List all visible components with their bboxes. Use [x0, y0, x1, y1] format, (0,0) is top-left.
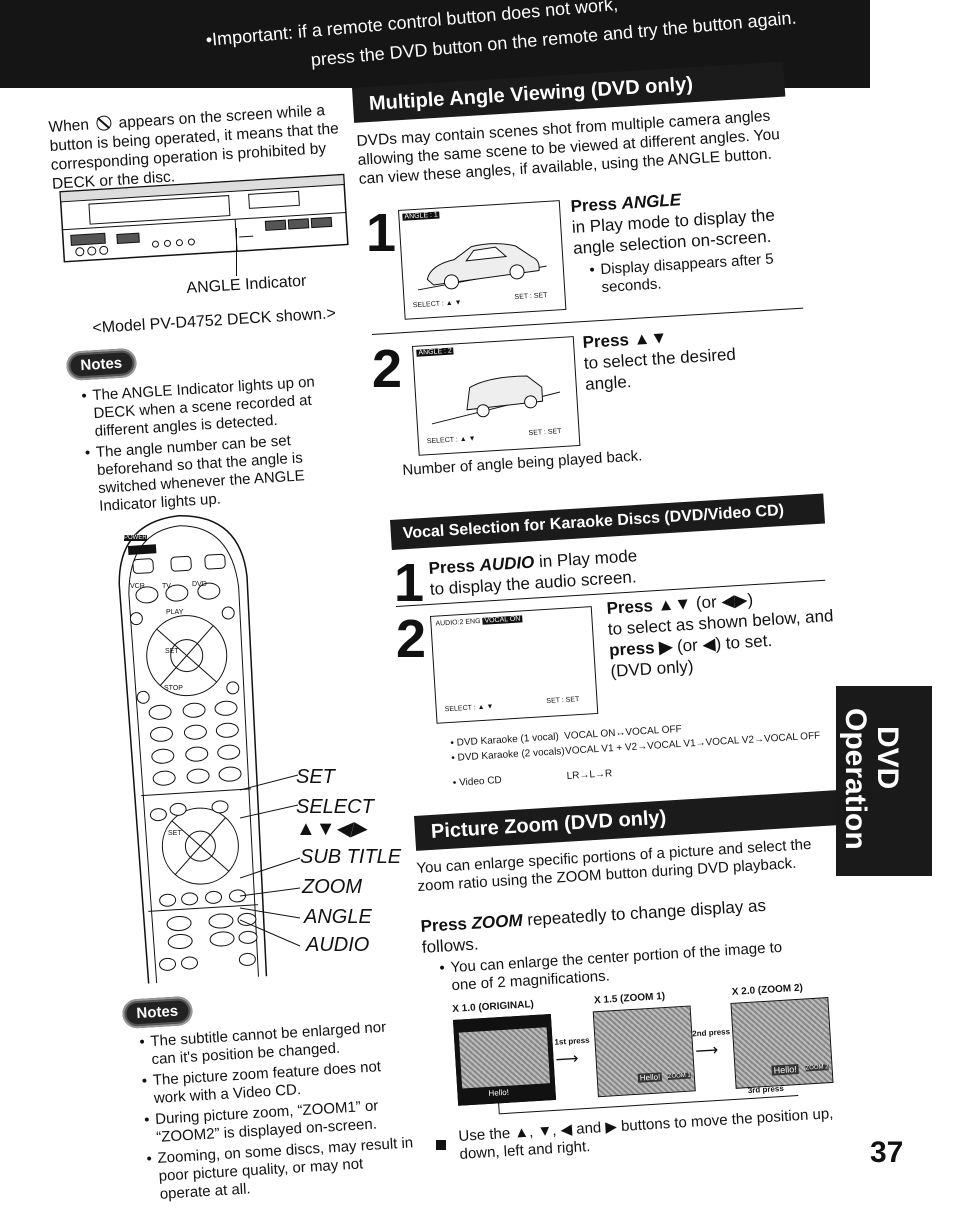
zoom-frame-original-image — [458, 1027, 551, 1089]
intro-when: When — [48, 116, 90, 136]
prohibited-icon — [95, 115, 112, 132]
vocal-step-1-number: 1 — [394, 553, 425, 613]
angle-screen-2: ANGLE : 2 SELECT : ▲ ▼ SET : SET — [412, 336, 581, 456]
notes-badge-label: Notes — [65, 347, 137, 381]
remote-stop-text: STOP — [164, 685, 183, 692]
audio-screen-track: AUDIO:2 ENG VOCAL ON — [435, 615, 523, 628]
remote-power-text: POWER — [124, 535, 147, 541]
vocal-row-seq: LR→L→R — [566, 768, 613, 782]
audio-screen-select: SELECT : ▲ ▼ — [444, 703, 494, 714]
angle-key: ANGLE — [621, 190, 682, 213]
vocal-sequence-list: • DVD Karaoke (1 vocal)VOCAL ON↔VOCAL OF… — [450, 713, 833, 791]
zoom-label-zoom1: X 1.5 (ZOOM 1) — [593, 990, 666, 1007]
remote-label-angle: ANGLE — [304, 906, 372, 928]
zoom-label-zoom2: X 2.0 (ZOOM 2) — [731, 982, 804, 998]
zoom-key: ZOOM — [471, 910, 524, 933]
angle-screen-1: ANGLE : 1 SELECT : ▲ ▼ SET : SET — [398, 200, 567, 320]
angle-step-2-desc: to select the desired angle. — [583, 344, 737, 394]
remote-label-zoom: ZOOM — [302, 876, 362, 898]
zoom-press: Press — [420, 914, 468, 936]
zoom1-tag: ZOOM 1 — [667, 1072, 692, 1080]
notes-list-1: The ANGLE Indicator lights up on DECK wh… — [78, 372, 348, 520]
vocal-step-2-text: Press ▲▼ (or ◀▶) to select as shown belo… — [606, 584, 841, 682]
remote-svg — [118, 515, 268, 984]
remote-dvd-text: DVD — [192, 581, 207, 588]
hello-text: Hello! — [771, 1063, 799, 1076]
vocal-row-label: • Video CD — [452, 774, 503, 789]
note-item: Zooming, on some discs, may result in po… — [157, 1134, 416, 1204]
vocal-step-2-desc3: (DVD only) — [609, 656, 695, 681]
angle-step-1-bullet: Display disappears after 5 seconds. — [586, 249, 798, 301]
side-tab-line2: Operation — [839, 708, 872, 850]
deck-svg — [59, 173, 349, 263]
remote-label-subtitle: SUB TITLE — [300, 846, 402, 868]
arrow-right-icon: ⟶ — [694, 1041, 719, 1061]
remote-tv-text: TV — [162, 583, 171, 590]
vocal-step-2-desc2: (or ◀) to set. — [676, 630, 773, 656]
model-label: <Model PV-D4752 DECK shown.> — [92, 305, 337, 337]
car-icon — [417, 243, 547, 291]
remote-label-select: SELECT ▲▼◀▶ — [296, 796, 374, 840]
vocal-step-2-number: 2 — [396, 609, 427, 669]
hello-text: Hello! — [637, 1072, 663, 1083]
angle-step-2-text: Press ▲▼ to select the desired angle. — [582, 320, 785, 395]
angle-indicator-label: ANGLE Indicator — [186, 272, 307, 297]
deck-illustration — [58, 172, 352, 270]
angle-step-2-press: Press ▲▼ — [582, 327, 668, 352]
angle-step-2-number: 2 — [372, 339, 403, 399]
angle-indicator-leader — [236, 228, 237, 276]
remote-leader-lines — [240, 774, 301, 947]
zoom-frame-original: Hello! — [452, 1013, 557, 1106]
square-bullet-icon — [436, 1140, 446, 1150]
zoom-frame-zoom1: Hello! ZOOM 1 — [592, 1005, 696, 1098]
angle-screen-2-tag: ANGLE : 2 — [416, 347, 455, 357]
angle-step-1-text: Press ANGLE in Play mode to display the … — [570, 181, 813, 259]
angle-step-1-press: Press — [570, 194, 618, 216]
vocal-section-header: Vocal Selection for Karaoke Discs (DVD/V… — [390, 493, 826, 550]
press-label-2: 2nd press — [691, 1027, 731, 1039]
audio-screen-audio: AUDIO:2 ENG — [435, 617, 481, 628]
car-rear-icon — [431, 375, 561, 425]
side-tab-line1: DVD — [871, 726, 904, 790]
vocal-step-2-press2: press ▶ — [608, 637, 673, 660]
press-label-1: 1st press — [554, 1035, 590, 1047]
side-tab: DVD Operation — [836, 686, 932, 876]
angle-step-1-number: 1 — [366, 203, 397, 263]
remote-set2-text: SET — [168, 830, 182, 837]
notes-badge-2: Notes — [121, 995, 193, 1029]
vocal-step-2-press: Press ▲▼ — [606, 593, 692, 618]
zoom-frame-zoom2: Hello! ZOOM 2 — [730, 997, 834, 1089]
arrow-right-icon: ⟶ — [555, 1050, 580, 1069]
remote-label-set: SET — [296, 766, 335, 788]
zoom-label-original: X 1.0 (ORIGINAL) — [452, 999, 535, 1015]
notes-badge-label: Notes — [121, 995, 193, 1029]
angle-screen-2-select: SELECT : ▲ ▼ — [426, 435, 476, 446]
note-item: The angle number can be set beforehand s… — [95, 429, 347, 516]
vocal-step-2-or: (or ◀▶) — [695, 590, 754, 613]
audio-screen-vocal: VOCAL ON — [482, 615, 523, 625]
vocal-step-1-press: Press — [428, 556, 476, 578]
remote-set-text: SET — [165, 648, 179, 655]
angle-screen-2-set: SET : SET — [528, 428, 562, 438]
hello-text: Hello! — [488, 1087, 510, 1098]
angle-screen-1-tag: ANGLE : 1 — [402, 211, 441, 221]
angle-screen-1-select: SELECT : ▲ ▼ — [412, 299, 462, 310]
notes-list-2: The subtitle cannot be enlarged nor can … — [136, 1018, 416, 1208]
page-number: 37 — [870, 1136, 904, 1169]
audio-screen: AUDIO:2 ENG VOCAL ON SELECT : ▲ ▼ SET : … — [430, 606, 599, 724]
notes-badge-1: Notes — [65, 347, 137, 381]
zoom2-tag: ZOOM 2 — [805, 1064, 829, 1072]
remote-play-text: PLAY — [166, 609, 184, 616]
angle-screen-1-set: SET : SET — [514, 292, 548, 302]
bullet-item: Display disappears after 5 seconds. — [600, 249, 798, 297]
remote-vcr-text: VCR — [130, 583, 145, 590]
remote-label-audio: AUDIO — [306, 934, 370, 956]
remote-illustration: SET PLAY STOP SET POWER VCR TV DVD — [110, 515, 268, 985]
press-label-3: 3rd press — [747, 1083, 785, 1096]
audio-key: AUDIO — [479, 552, 535, 575]
audio-screen-set: SET : SET — [546, 696, 580, 706]
vocal-step-1-text: Press AUDIO in Play mode to display the … — [428, 538, 750, 599]
